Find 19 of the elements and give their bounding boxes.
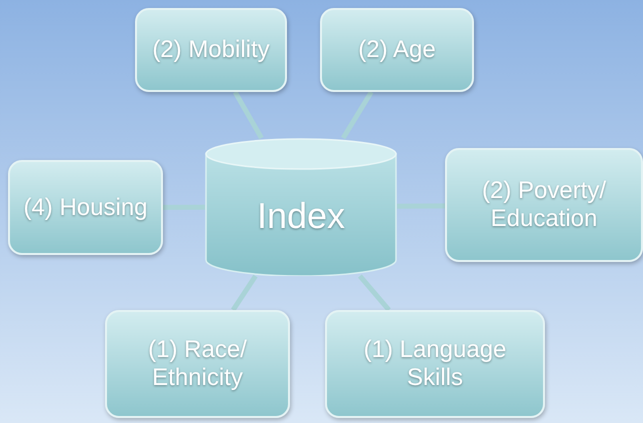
topic-box bbox=[320, 8, 474, 92]
topic-label: (2) Age bbox=[358, 36, 436, 64]
connector-line bbox=[341, 90, 374, 140]
connector-line bbox=[358, 274, 391, 312]
connector-line bbox=[232, 90, 264, 140]
topic-label: (2) Mobility bbox=[152, 36, 270, 64]
index-label: Index bbox=[256, 196, 346, 236]
topic-box bbox=[445, 148, 643, 262]
topic-box bbox=[325, 310, 545, 418]
connector-line bbox=[231, 274, 258, 312]
topic-label: (1) Race/ Ethnicity bbox=[147, 336, 248, 392]
connector-line bbox=[396, 203, 446, 209]
topic-box bbox=[105, 310, 290, 418]
topic-box bbox=[8, 160, 163, 255]
topic-label: (2) Poverty/ Education bbox=[480, 177, 608, 233]
topic-label: (4) Housing bbox=[23, 194, 148, 222]
connector-line bbox=[163, 204, 205, 210]
topic-box bbox=[135, 8, 287, 92]
topic-label: (1) Language Skills bbox=[362, 336, 508, 392]
